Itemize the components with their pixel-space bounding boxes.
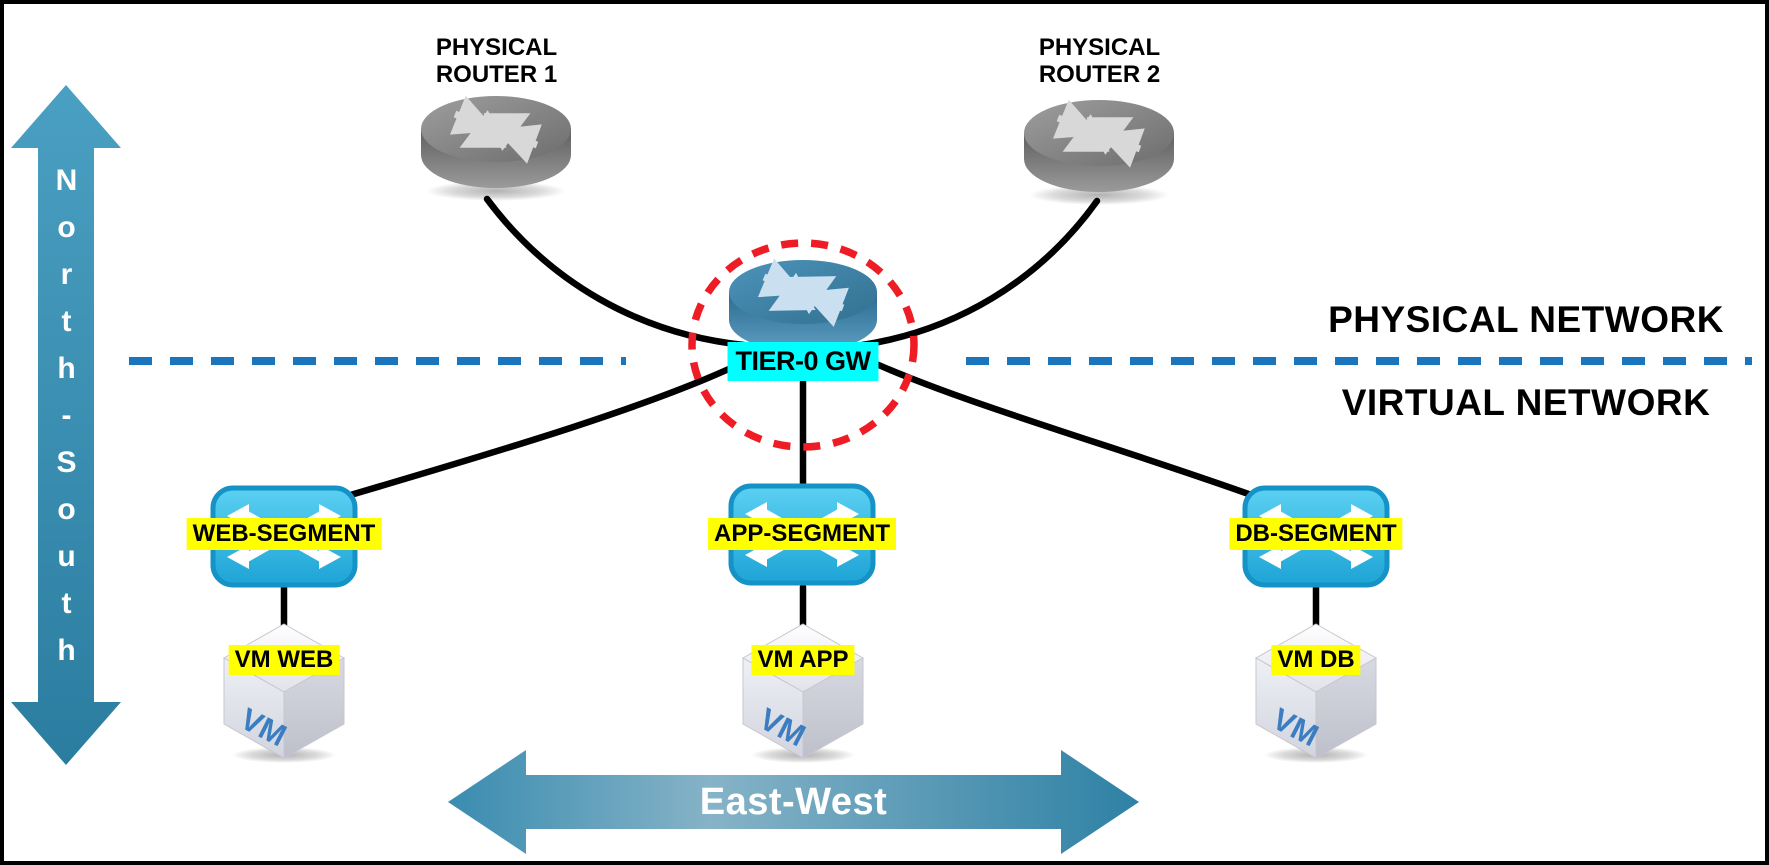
north-south-label: North-South <box>50 164 83 681</box>
east-west-label: East-West <box>699 780 888 823</box>
physical-router-2-icon <box>1024 99 1174 205</box>
physical-router-1-label: PHYSICAL ROUTER 1 <box>435 34 558 88</box>
zone-label-virtual-network: VIRTUAL NETWORK <box>1341 382 1711 423</box>
app-segment-label: APP-SEGMENT <box>707 518 897 550</box>
north-south-arrow-icon <box>11 85 121 765</box>
connection-lines <box>129 195 1752 635</box>
db-segment-label: DB-SEGMENT <box>1229 518 1403 550</box>
physical-router-2-label: PHYSICAL ROUTER 2 <box>1038 34 1161 88</box>
vm-web-icon: VM <box>222 623 346 763</box>
vm-db-icon: VM <box>1254 623 1378 763</box>
zone-label-physical-network: PHYSICAL NETWORK <box>1328 299 1724 340</box>
physical-router-1-icon <box>421 95 571 201</box>
link-router1-tier0 <box>483 195 748 349</box>
web-segment-label: WEB-SEGMENT <box>186 518 382 550</box>
tier0-highlight-circle <box>688 239 918 451</box>
vm-web-label: VM WEB <box>228 645 340 675</box>
link-router2-tier0 <box>858 197 1101 349</box>
vm-app-icon: VM <box>741 623 865 763</box>
link-tier0-web-segment <box>333 357 750 503</box>
link-tier0-db-segment <box>857 353 1272 505</box>
tier0-gateway-label: TIER-0 GW <box>727 342 879 381</box>
vm-db-label: VM DB <box>1271 645 1361 675</box>
vm-app-label: VM APP <box>751 645 855 675</box>
east-west-arrow-icon <box>448 750 1139 854</box>
